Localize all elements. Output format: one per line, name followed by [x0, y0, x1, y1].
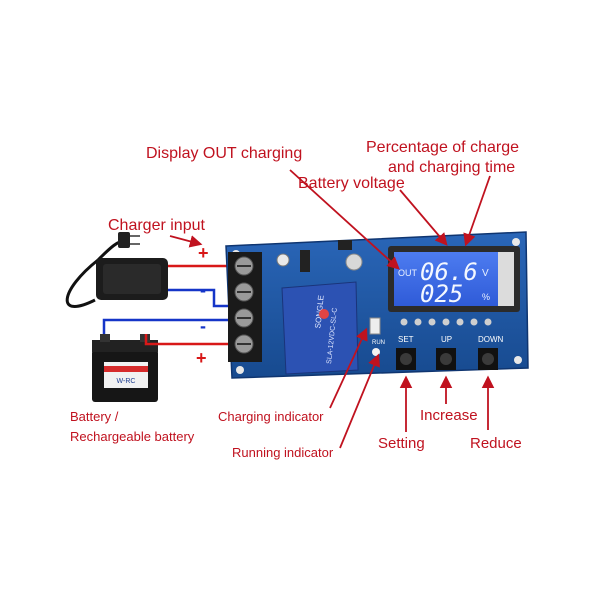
component-capacitor	[276, 253, 290, 267]
lcd-out-indicator: OUT	[398, 268, 418, 278]
battery: W-RC	[92, 334, 158, 402]
component-inductor	[345, 253, 363, 271]
lcd-percent-value: 025	[420, 280, 463, 308]
component-chip	[300, 250, 310, 272]
charger-plug	[118, 232, 130, 248]
component-resistor	[369, 317, 381, 335]
component-chip	[338, 240, 352, 250]
reduce-label: Reduce	[470, 435, 522, 452]
charging-indicator-label: Charging indicator	[218, 409, 324, 424]
up-button[interactable]	[436, 348, 456, 370]
lcd-voltage-value: 06.6	[420, 258, 478, 286]
charger-minus-sign: -	[200, 280, 206, 300]
battery-minus-sign: -	[200, 316, 206, 336]
arrow-running-indicator	[339, 353, 380, 449]
mount-hole	[236, 366, 244, 374]
charger-plus-sign: +	[198, 243, 209, 263]
running-indicator-label: Running indicator	[232, 445, 334, 460]
run-marker: RUN	[372, 340, 385, 346]
battery-positive-wire	[144, 334, 234, 346]
display-out-charging-label: Display OUT charging	[146, 145, 303, 162]
lcd-voltage-unit: V	[482, 268, 489, 279]
charging-led	[319, 309, 329, 319]
board-set-label: SET	[398, 335, 414, 344]
battery-brand-text: W-RC	[117, 378, 136, 385]
battery-label-line2: Rechargeable battery	[70, 429, 195, 444]
percentage-label-line1: Percentage of charge	[366, 139, 519, 156]
arrow-charger-input	[169, 235, 203, 248]
lcd-percent-unit: %	[482, 292, 490, 302]
pcb-board: SONGLE SLA-12VDC-SL-C RUN OUT 06.6 V 025…	[225, 231, 529, 379]
screw-terminal-block	[228, 252, 262, 362]
charger-adapter	[65, 232, 168, 308]
setting-label: Setting	[378, 435, 425, 452]
battery-label-line1: Battery /	[70, 409, 119, 424]
arrow-charging-indicator	[329, 327, 368, 409]
percentage-label-line2: and charging time	[388, 159, 516, 176]
relay: SONGLE SLA-12VDC-SL-C	[281, 281, 359, 375]
mount-hole	[512, 238, 520, 246]
increase-label: Increase	[420, 407, 478, 424]
battery-negative-wire	[102, 318, 234, 334]
battery-voltage-label: Battery voltage	[298, 175, 405, 192]
down-button[interactable]	[478, 348, 498, 370]
arrow-display-out	[289, 169, 400, 270]
running-led	[372, 348, 380, 356]
mount-hole	[514, 356, 522, 364]
battery-plus-sign: +	[196, 348, 207, 368]
arrow-percentage	[463, 175, 491, 247]
lcd-display: OUT 06.6 V 025 %	[388, 246, 520, 326]
board-up-label: UP	[441, 335, 452, 344]
set-button[interactable]	[396, 348, 416, 370]
board-down-label: DOWN	[478, 335, 504, 344]
charger-negative-wire	[168, 288, 234, 308]
arrow-battery-voltage	[399, 189, 448, 246]
callout-arrows	[169, 169, 495, 449]
relay-brand-text: SONGLE	[313, 295, 325, 329]
charger-input-label: Charger input	[108, 217, 205, 234]
